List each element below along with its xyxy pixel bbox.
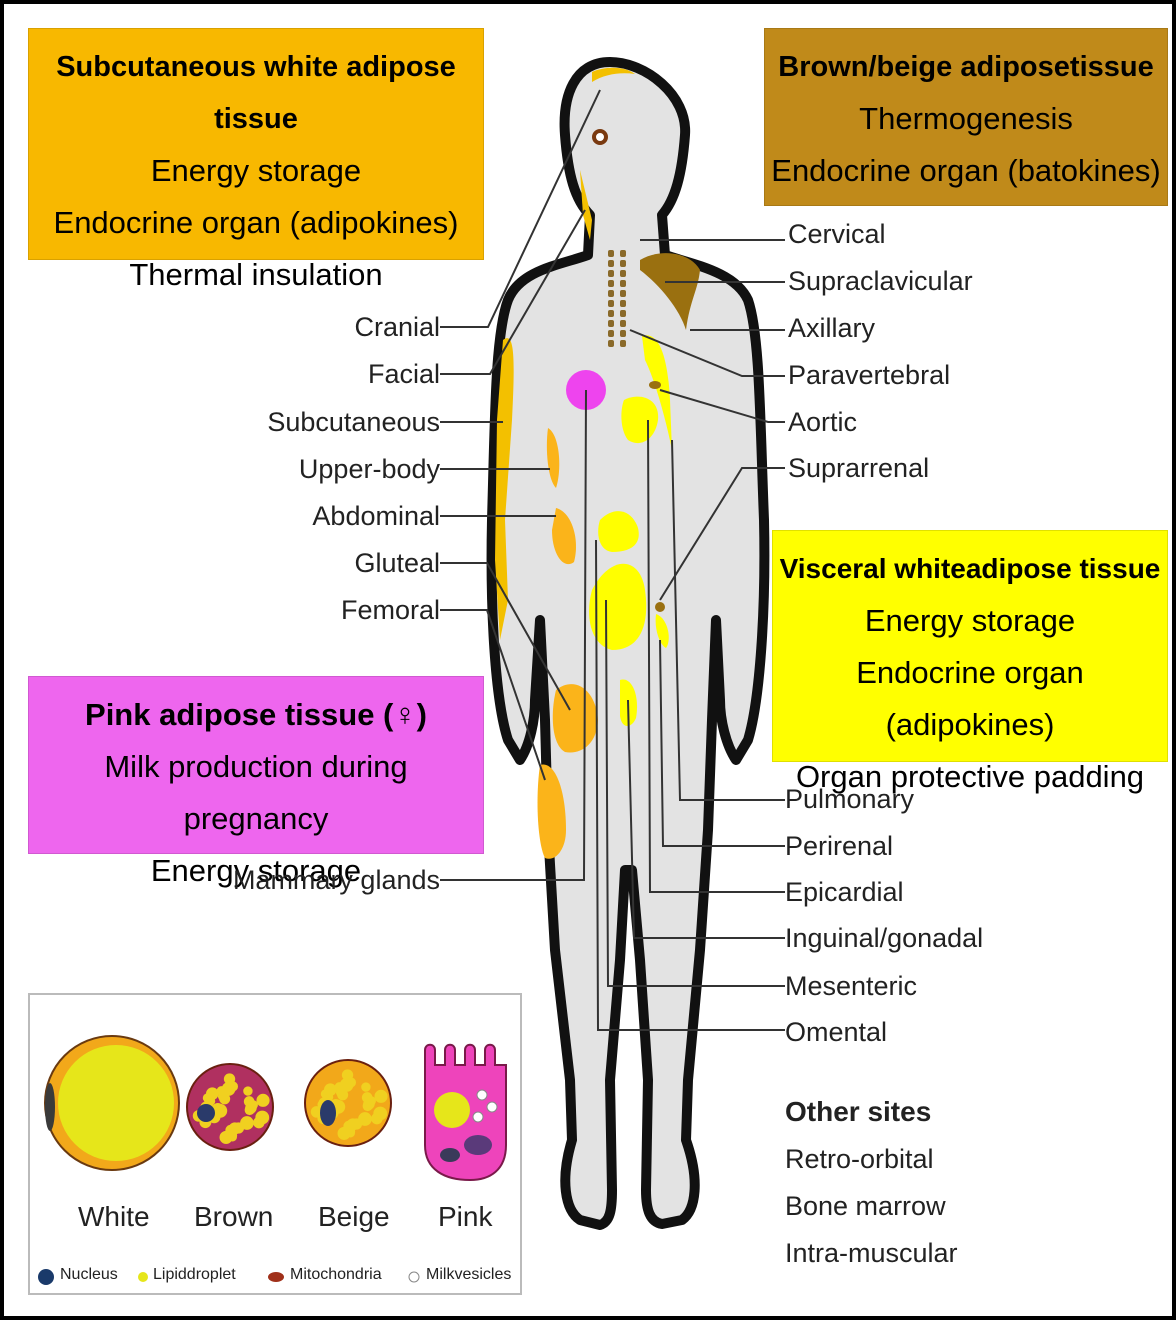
key-nucleus: Nucleus: [60, 1266, 118, 1284]
lipid-droplet: [373, 1114, 382, 1123]
lipid-droplet: [245, 1102, 257, 1114]
label-gluteal: Gluteal: [354, 547, 440, 579]
paravertebral-dot: [620, 340, 626, 347]
lipid-droplet: [222, 1082, 236, 1096]
subcutaneous-box-line-2: Endocrine organ (adipokines): [29, 197, 483, 249]
paravertebral-dot: [620, 320, 626, 327]
lipid-droplet: [229, 1122, 241, 1134]
pink-box: Pink adipose tissue (♀) Milk production …: [28, 676, 484, 854]
paravertebral-dot: [608, 330, 614, 337]
paravertebral-dot: [608, 290, 614, 297]
white-cell-icon: [45, 1036, 179, 1170]
label-perirenal: Perirenal: [785, 830, 893, 862]
subcutaneous-box-title: Subcutaneous white adipose tissue: [29, 29, 483, 145]
label-supraclavicular: Supraclavicular: [788, 265, 973, 297]
paravertebral-dot: [620, 260, 626, 267]
paravertebral-dot: [608, 260, 614, 267]
visceral-box: Visceral whiteadipose tissue Energy stor…: [772, 530, 1168, 762]
label-inguinal-gonadal: Inguinal/gonadal: [785, 922, 983, 954]
paravertebral-dot: [608, 280, 614, 287]
paravertebral-dot: [620, 330, 626, 337]
key-milk-vesicles: Milkvesicles: [426, 1266, 511, 1284]
lipid-droplet: [374, 1090, 387, 1103]
label-axillary: Axillary: [788, 312, 875, 344]
paravertebral-dot: [608, 270, 614, 277]
lipid-droplet: [256, 1094, 269, 1107]
pink-box-title: Pink adipose tissue (♀): [29, 677, 483, 741]
paravertebral-dot: [608, 340, 614, 347]
label-paravertebral: Paravertebral: [788, 359, 950, 391]
brown-box-title: Brown/beige adiposetissue: [765, 29, 1167, 93]
label-cranial: Cranial: [354, 311, 440, 343]
beige-cell-icon: [305, 1060, 391, 1146]
label-epicardial: Epicardial: [785, 876, 904, 908]
label-mammary-glands: Mammary glands: [233, 864, 440, 896]
paravertebral-dot: [620, 250, 626, 257]
mitochondria-key-icon: [268, 1272, 284, 1282]
paravertebral-dot: [620, 300, 626, 307]
lipid-droplet: [340, 1078, 354, 1092]
paravertebral-dot: [620, 290, 626, 297]
other-sites-title: Other sites: [785, 1096, 931, 1128]
label-mesenteric: Mesenteric: [785, 970, 917, 1002]
lipid-droplet: [255, 1118, 264, 1127]
lipid-droplet: [361, 1082, 370, 1091]
brown-box: Brown/beige adiposetissue Thermogenesis …: [764, 28, 1168, 206]
paravertebral-dot: [608, 310, 614, 317]
label-subcutaneous: Subcutaneous: [267, 406, 440, 438]
label-omental: Omental: [785, 1016, 887, 1048]
label-upper-body: Upper-body: [299, 453, 440, 485]
brown-cell-icon: [187, 1064, 273, 1150]
visceral-box-line-2: Endocrine organ (adipokines): [773, 647, 1167, 751]
key-lipid-droplet: Lipiddroplet: [153, 1266, 236, 1284]
lipid-droplet: [243, 1086, 252, 1095]
label-pulmonary: Pulmonary: [785, 783, 914, 815]
cell-name-brown: Brown: [194, 1201, 273, 1233]
paravertebral-dot: [608, 320, 614, 327]
nucleus-key-icon: [38, 1269, 54, 1285]
paravertebral-dot: [608, 300, 614, 307]
brown-box-line-1: Thermogenesis: [765, 93, 1167, 145]
cell-name-pink: Pink: [438, 1201, 492, 1233]
lipid-droplet: [347, 1118, 359, 1130]
other-site-retro-orbital: Retro-orbital: [785, 1144, 934, 1175]
other-site-intra-muscular: Intra-muscular: [785, 1238, 958, 1269]
paravertebral-dot: [620, 270, 626, 277]
label-femoral: Femoral: [341, 594, 440, 626]
subcutaneous-box: Subcutaneous white adipose tissue Energy…: [28, 28, 484, 260]
cell-illustrations: [30, 995, 520, 1293]
cell-name-white: White: [78, 1201, 150, 1233]
retro-orbital-fat: [594, 131, 606, 143]
cell-name-beige: Beige: [318, 1201, 390, 1233]
lipid-droplet: [324, 1083, 337, 1096]
cell-types-legend: White Brown Beige Pink Nucleus Lipiddrop…: [28, 993, 522, 1295]
lipid-droplet: [206, 1087, 219, 1100]
paravertebral-dot: [608, 250, 614, 257]
label-abdominal: Abdominal: [312, 500, 440, 532]
suprarrenal-fat: [655, 602, 665, 612]
visceral-box-line-1: Energy storage: [773, 595, 1167, 647]
label-aortic: Aortic: [788, 406, 857, 438]
pink-box-line-1: Milk production during pregnancy: [29, 741, 483, 845]
visceral-box-title: Visceral whiteadipose tissue: [773, 531, 1167, 595]
label-facial: Facial: [368, 358, 440, 390]
subcutaneous-box-line-1: Energy storage: [29, 145, 483, 197]
paravertebral-dot: [620, 280, 626, 287]
pink-cell-icon: [425, 1045, 506, 1180]
aortic-small: [649, 381, 661, 389]
lipid-droplet-key-icon: [138, 1272, 148, 1282]
brown-box-line-2: Endocrine organ (batokines): [765, 145, 1167, 197]
label-suprarrenal: Suprarrenal: [788, 452, 929, 484]
milk-vesicle-key-icon: [409, 1272, 419, 1282]
label-cervical: Cervical: [788, 218, 886, 250]
lipid-droplet: [363, 1098, 375, 1110]
other-site-bone-marrow: Bone marrow: [785, 1191, 946, 1222]
key-mitochondria: Mitochondria: [290, 1266, 382, 1284]
paravertebral-dot: [620, 310, 626, 317]
subcutaneous-box-line-3: Thermal insulation: [29, 249, 483, 301]
